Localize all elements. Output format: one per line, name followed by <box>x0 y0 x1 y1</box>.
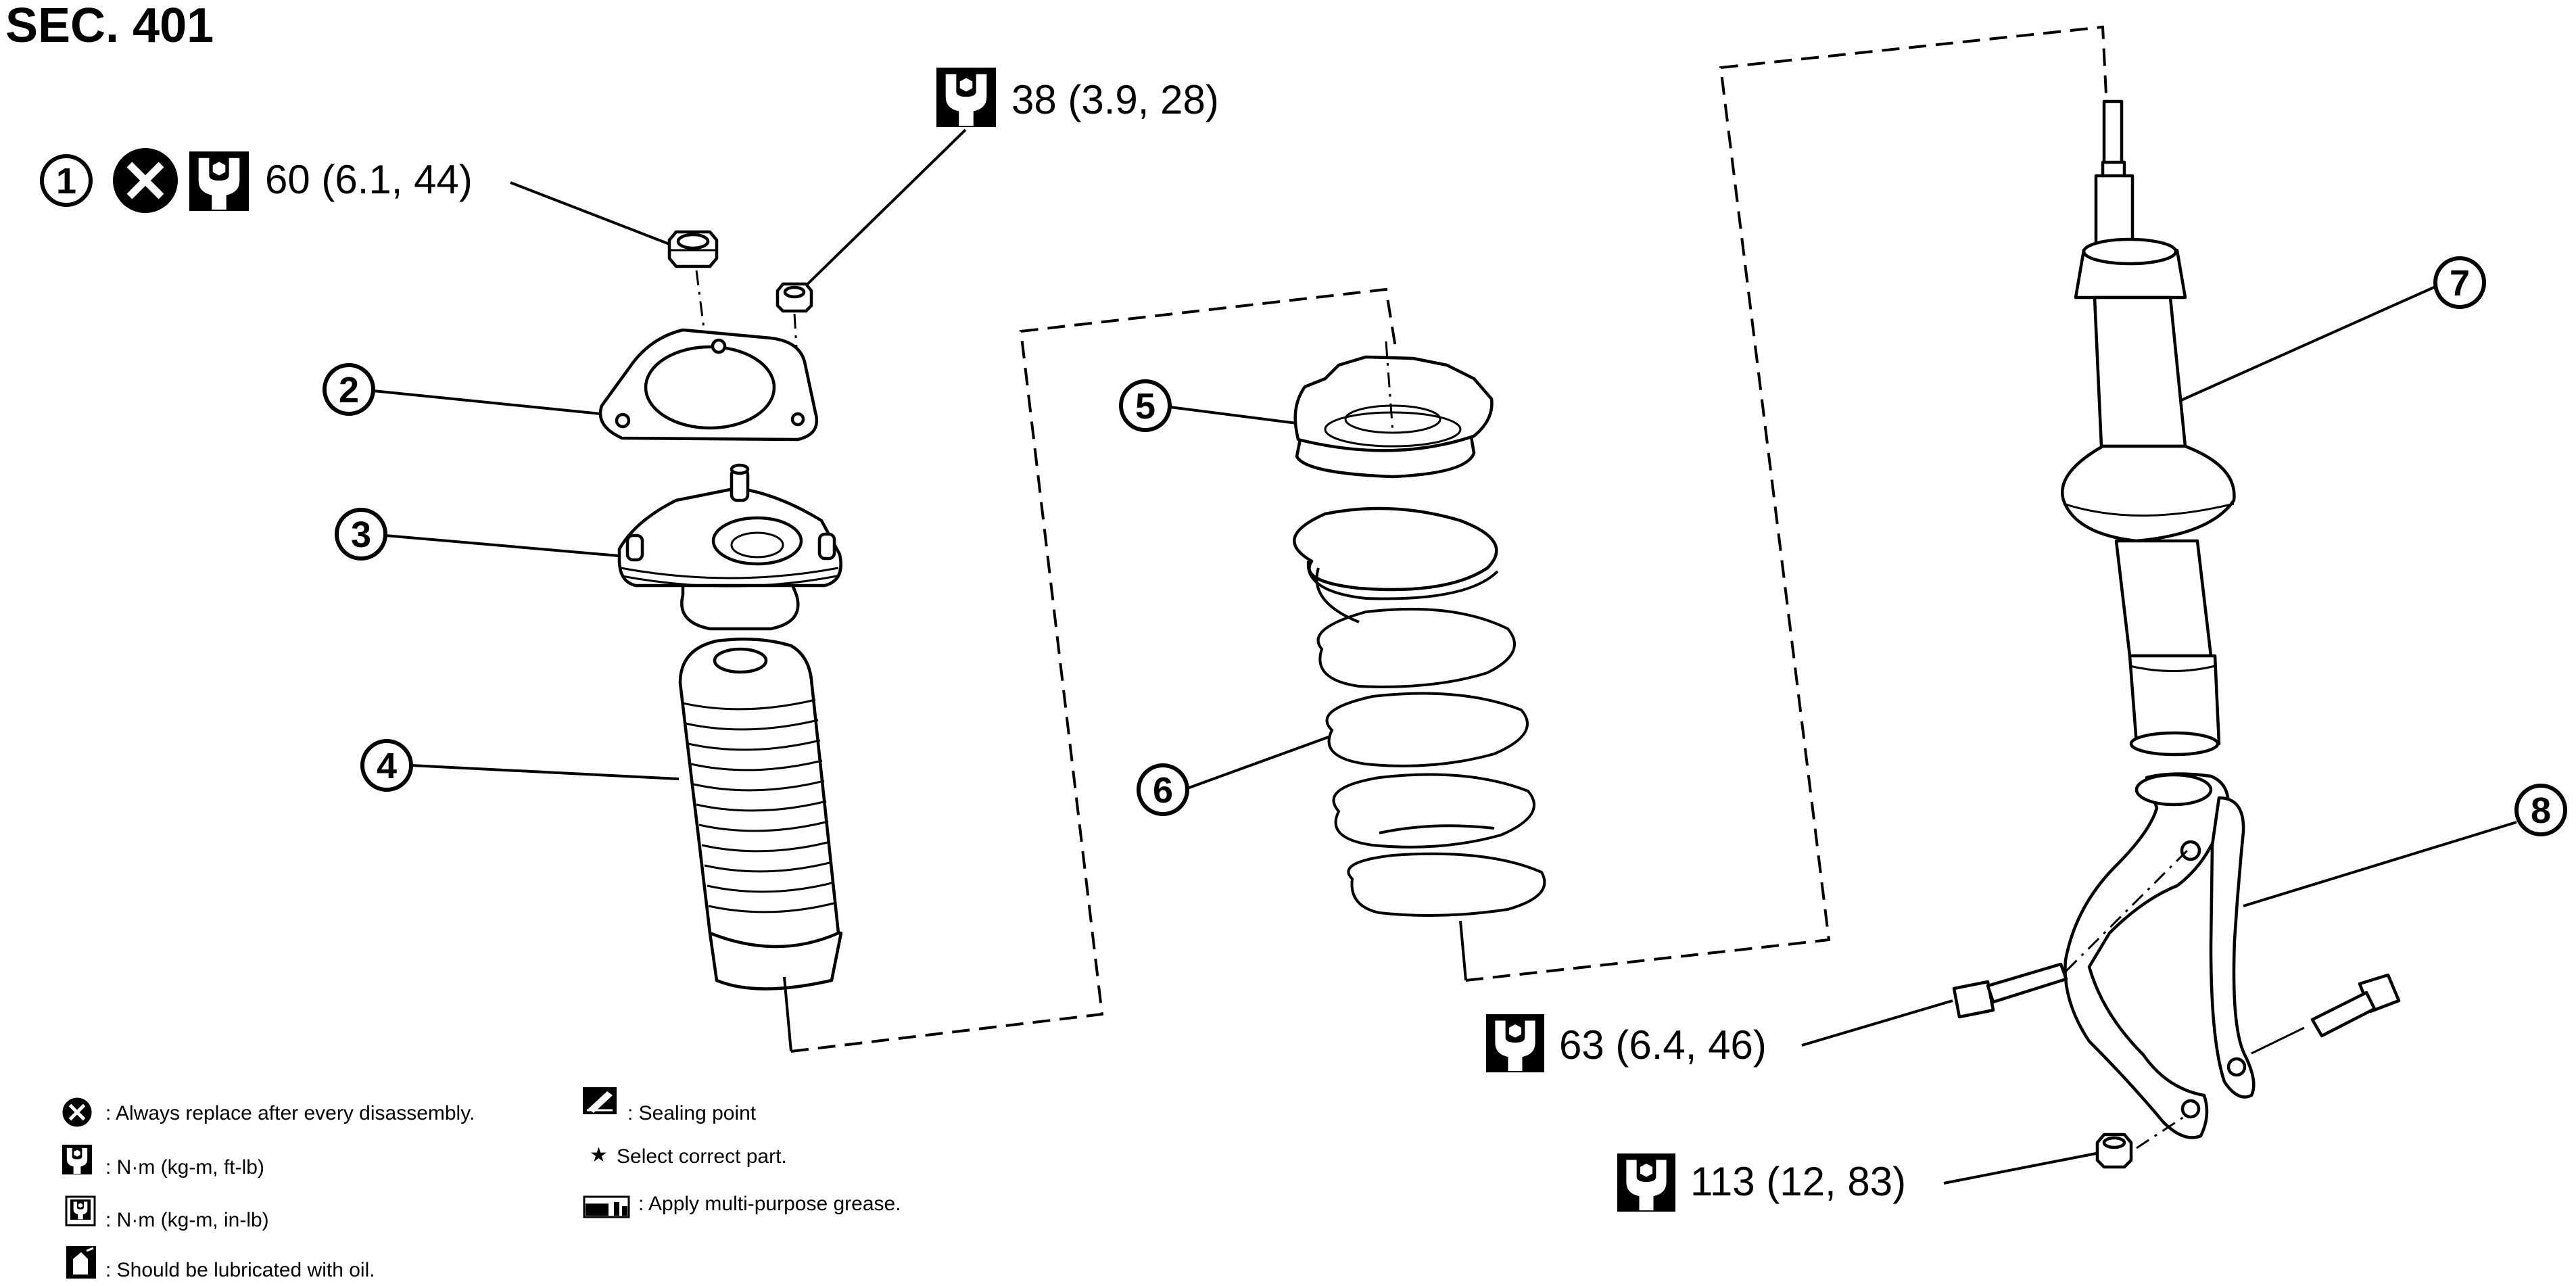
sealant-tube-icon <box>583 1087 617 1114</box>
spring-tail <box>1459 920 1467 981</box>
section-title: SEC. 401 <box>5 0 214 53</box>
nut-small <box>776 282 813 313</box>
legend-oil: : Should be lubricated with oil. <box>105 1259 375 1281</box>
svg-text:7: 7 <box>2450 263 2470 304</box>
svg-text:2: 2 <box>339 370 359 410</box>
x-circle-icon <box>62 1097 92 1127</box>
bolt-lower <box>2251 973 2401 1055</box>
centerline-seat <box>1385 341 1394 433</box>
centerline-bolt-upper <box>2065 849 2189 972</box>
svg-text:5: 5 <box>1135 386 1155 427</box>
leader-2 <box>373 389 601 415</box>
mount-plate <box>598 328 818 442</box>
wrench-socket-icon <box>62 1145 92 1174</box>
legend-nm-ftlb: : N·m (kg-m, ft-lb) <box>105 1156 264 1178</box>
svg-text:1: 1 <box>56 161 76 201</box>
leader-6 <box>1187 736 1329 790</box>
legend-grease: : Apply multi-purpose grease. <box>638 1193 901 1215</box>
leader-7 <box>2180 285 2436 402</box>
svg-text:6: 6 <box>1153 770 1173 811</box>
callout-3: 3 <box>335 508 387 561</box>
bump-stop-boot <box>678 637 843 991</box>
dashed-boundary-spring <box>790 287 1398 1053</box>
leader-torque-63 <box>1801 999 1953 1047</box>
wrench-socket-icon <box>936 68 996 127</box>
bolt-upper <box>1952 962 2068 1019</box>
dashed-boundary-strut <box>1465 25 2107 982</box>
legend-select: Select correct part. <box>617 1145 787 1168</box>
torque-item1: 60 (6.1, 44) <box>265 157 473 202</box>
torque-strut-upper: 63 (6.4, 46) <box>1559 1022 1767 1068</box>
boot-tail <box>783 976 792 1052</box>
wrench-socket-icon <box>1617 1153 1675 1212</box>
leader-4 <box>410 764 679 780</box>
callout-8: 8 <box>2514 784 2567 836</box>
legend-sealing: : Sealing point <box>627 1102 757 1124</box>
star-icon: ★ <box>590 1144 608 1166</box>
callout-2: 2 <box>323 363 375 416</box>
centerline-nut-lower <box>2136 1113 2189 1149</box>
callout-7: 7 <box>2433 256 2486 309</box>
nut-lower <box>2095 1133 2133 1169</box>
leader-torque-113 <box>1943 1152 2097 1185</box>
replace-icon <box>112 147 178 214</box>
oil-can-icon <box>66 1246 96 1279</box>
strut-assembly <box>2061 99 2236 757</box>
callout-1: 1 <box>40 154 93 207</box>
spring-seat <box>1293 355 1494 479</box>
leader-5 <box>1169 406 1297 425</box>
legend-nm-inlb: : N·m (kg-m, in-lb) <box>105 1209 269 1231</box>
leader-8 <box>2243 821 2517 907</box>
callout-6: 6 <box>1137 763 1189 816</box>
wrench-socket-icon <box>1486 1014 1544 1072</box>
leader-3 <box>385 534 619 557</box>
grease-gun-icon <box>583 1195 630 1218</box>
svg-text:8: 8 <box>2531 790 2551 831</box>
torque-top-nut: 38 (3.9, 28) <box>1011 77 1219 122</box>
callout-4: 4 <box>360 739 413 792</box>
callout-5: 5 <box>1119 379 1172 432</box>
coil-spring <box>1293 506 1546 917</box>
strut-mount <box>617 463 842 631</box>
strut-bracket <box>2064 772 2256 1139</box>
torque-strut-lower: 113 (12, 83) <box>1690 1159 1906 1204</box>
leader-1 <box>510 181 682 250</box>
leader-top-nut <box>792 128 967 299</box>
svg-text:4: 4 <box>377 746 397 786</box>
wrench-socket-icon <box>189 151 249 211</box>
nut-center <box>667 230 719 268</box>
small-wrench-socket-icon <box>65 1195 96 1227</box>
svg-text:3: 3 <box>351 515 371 555</box>
legend: : Always replace after every disassembly… <box>62 1087 901 1281</box>
legend-replace: : Always replace after every disassembly… <box>105 1102 475 1124</box>
